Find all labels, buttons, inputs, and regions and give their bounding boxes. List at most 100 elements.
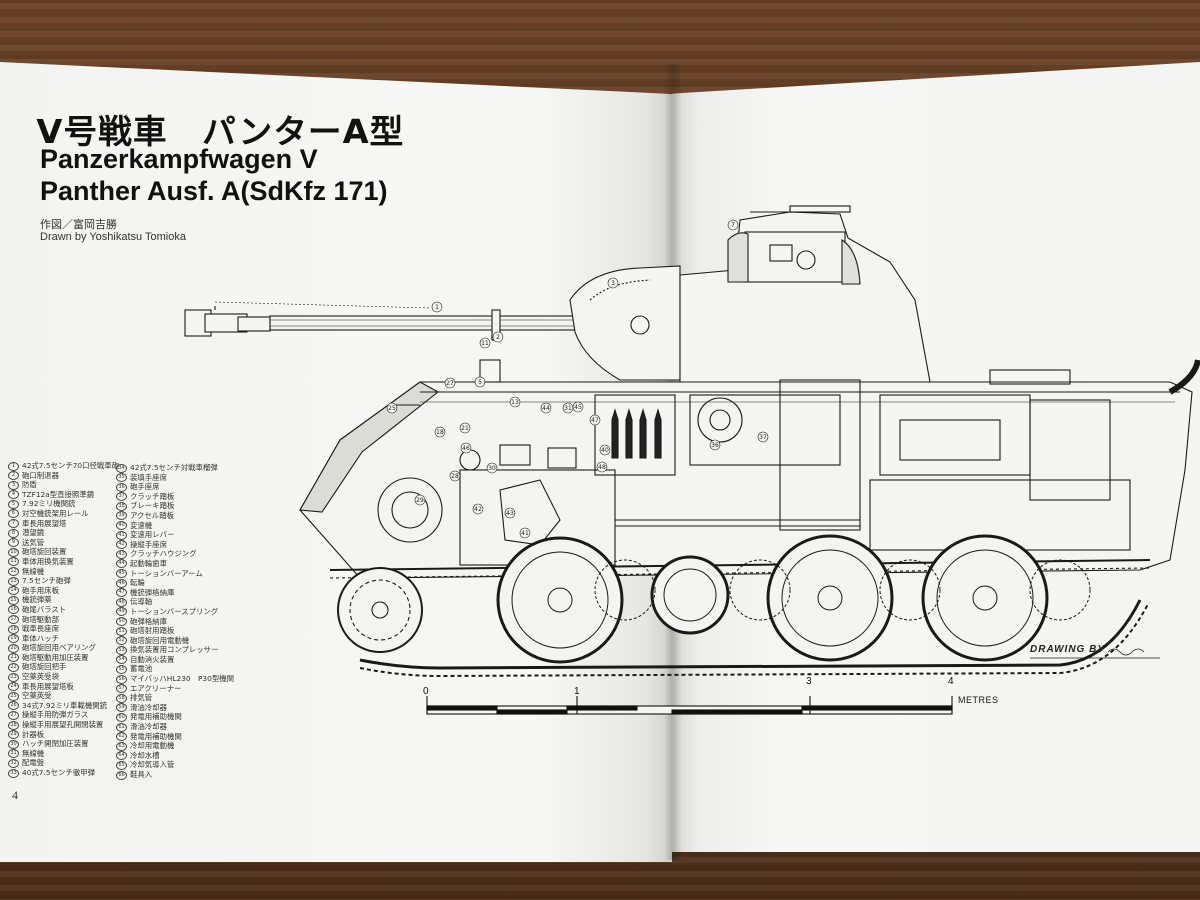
callout-marker: 1	[431, 301, 443, 313]
legend-item-number: 37	[116, 492, 127, 502]
scale-unit-label: METRES	[958, 695, 999, 705]
legend-item-number: 47	[116, 588, 127, 598]
legend-item-number: 66	[116, 770, 127, 780]
scale-tick-4: 4	[948, 676, 954, 687]
callout-marker: 40	[599, 444, 611, 456]
legend-item-number: 33	[8, 768, 19, 778]
callout-number: 5	[478, 379, 482, 386]
legend-item-label: クラッチ踏板	[130, 491, 175, 501]
callout-number: 21	[461, 425, 469, 432]
legend-item-number: 13	[8, 576, 19, 586]
legend-item-label: 機銃弾格納庫	[130, 587, 175, 597]
legend-item-label: 砲尾バラスト	[22, 604, 67, 614]
callout-marker: 3	[607, 277, 619, 289]
callout-marker: 46	[460, 442, 472, 454]
callout-number: 48	[598, 464, 606, 471]
legend-item-number: 55	[116, 664, 127, 674]
legend-item-number: 58	[116, 693, 127, 703]
callout-marker: 7	[727, 219, 739, 231]
callout-marker: 21	[459, 422, 471, 434]
legend-item-number: 60	[116, 712, 127, 722]
callout-marker: 36	[709, 439, 721, 451]
legend-item-number: 25	[8, 691, 19, 701]
callout-number: 2	[496, 334, 500, 341]
track-lower	[359, 599, 1142, 670]
legend-item-number: 18	[8, 624, 19, 634]
legend-item-number: 48	[116, 597, 127, 607]
legend-item-label: 計器板	[22, 729, 45, 739]
callout-marker: 37	[757, 431, 769, 443]
legend-item-label: 滑油冷却器	[130, 722, 167, 732]
legend-item-label: 砲手座席	[130, 482, 160, 492]
legend-item-label: 無線機	[22, 566, 45, 576]
legend-item-label: トーションバーアーム	[130, 568, 203, 578]
legend-item-label: 送気管	[22, 537, 45, 547]
callout-number: 44	[542, 405, 550, 412]
legend-item-number: 10	[8, 547, 19, 557]
legend-item-number: 29	[8, 730, 19, 740]
legend-item-label: 冷却気導入管	[130, 760, 175, 770]
legend-item-label: 7.92ミリ機関銃	[22, 499, 76, 509]
legend-item-label: 排気管	[130, 693, 153, 703]
callout-number: 43	[506, 510, 514, 517]
legend-item-label: 砲塔射用踏板	[130, 626, 175, 636]
legend-item-label: 滑油冷却器	[130, 702, 167, 712]
legend-item-label: 冷却水槽	[130, 750, 160, 760]
legend-item-label: 起動輪歯車	[130, 558, 167, 568]
legend-item-number: 63	[116, 741, 127, 751]
legend-item-number: 61	[116, 722, 127, 732]
legend-item-number: 26	[8, 701, 19, 711]
road-wheels	[496, 534, 1049, 664]
legend-item-label: 転輪	[130, 578, 145, 588]
callout-marker: 28	[449, 470, 461, 482]
legend-item-label: ブレーキ踏板	[130, 501, 175, 511]
callout-marker: 41	[519, 527, 531, 539]
legend-item-label: 装填手座席	[130, 472, 167, 482]
callout-number: 25	[388, 405, 396, 412]
legend-item-number: 57	[116, 684, 127, 694]
legend-item-label: 42式7.5センチ70口径戦車砲	[22, 461, 120, 470]
callout-marker: 31	[562, 402, 574, 414]
legend-item-number: 24	[8, 682, 19, 692]
callout-marker: 13	[509, 396, 521, 408]
legend-item-number: 59	[116, 703, 127, 713]
legend-item-number: 31	[8, 749, 19, 759]
legend-item-label: 操縦手用防弾ガラス	[22, 710, 89, 720]
legend-item-label: 変速用レバー	[130, 530, 175, 540]
legend-item-label: 対空機銃架用レール	[22, 508, 89, 518]
legend-item-label: 冷却用電動機	[130, 741, 175, 751]
callout-number: 31	[564, 405, 572, 412]
legend-item-number: 3	[8, 480, 19, 490]
legend-item-number: 46	[116, 578, 127, 588]
legend-item-label: 砲塔旋回用電動機	[130, 635, 190, 645]
legend-item-number: 43	[116, 549, 127, 559]
legend-item-label: 防盾	[22, 480, 37, 490]
legend-item-label: クラッチハウジング	[130, 549, 197, 559]
